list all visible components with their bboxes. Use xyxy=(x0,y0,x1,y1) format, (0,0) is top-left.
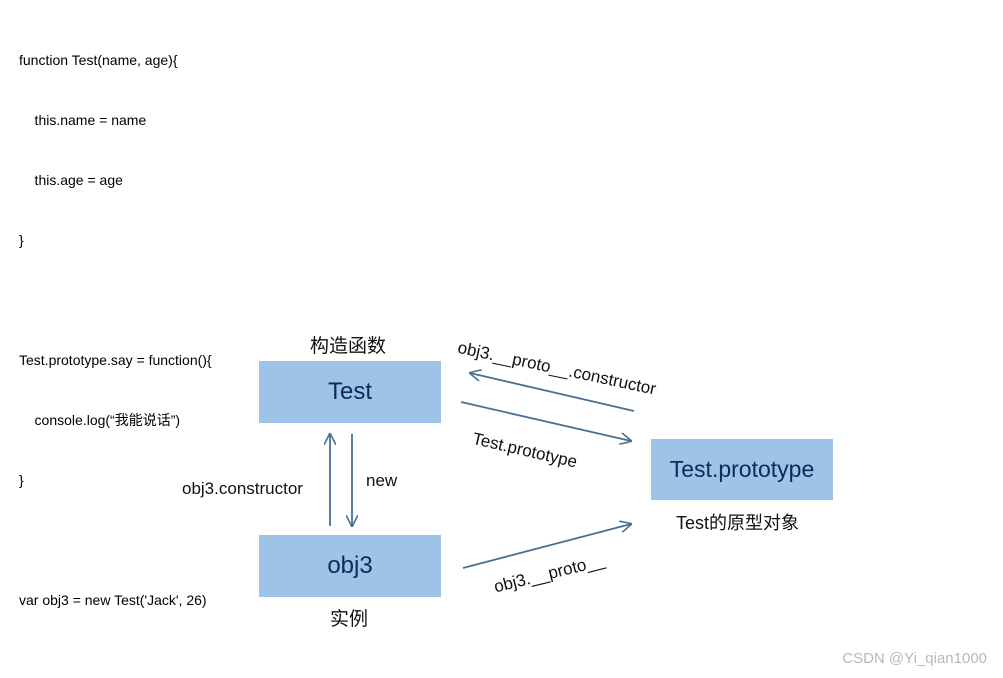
code-line: } xyxy=(19,232,24,248)
edge-obj3-proto-label: obj3.__proto__ xyxy=(492,550,607,597)
watermark: CSDN @Yi_qian1000 xyxy=(842,650,987,667)
code-line: this.name = name xyxy=(19,112,147,128)
test-caption: 构造函数 xyxy=(310,336,387,357)
code-line: } xyxy=(19,472,24,488)
edge-obj3-proto-arrow xyxy=(462,524,631,569)
obj3-node-label: obj3 xyxy=(327,552,373,579)
edge-new-label: new xyxy=(366,471,398,490)
code-line: function Test(name, age){ xyxy=(19,52,178,68)
code-line: Test.prototype.say = function(){ xyxy=(19,352,212,368)
code-line: var obj3 = new Test('Jack', 26) xyxy=(19,592,207,608)
obj3-node: obj3 xyxy=(259,535,441,597)
edge-proto-constructor-label: obj3.__proto__.constructor xyxy=(456,338,658,399)
code-line xyxy=(19,290,212,310)
code-line: this.age = age xyxy=(19,172,123,188)
code-line: console.log(“我能说话”) xyxy=(19,412,181,428)
obj3-caption: 实例 xyxy=(330,609,369,630)
edge-test-prototype-label: Test.prototype xyxy=(470,429,580,472)
prototype-caption: Test的原型对象 xyxy=(676,513,800,533)
prototype-node-label: Test.prototype xyxy=(669,456,815,482)
edge-obj3-constructor-label: obj3.constructor xyxy=(182,479,303,498)
code-line xyxy=(19,530,212,550)
code-block: function Test(name, age){ this.name = na… xyxy=(19,10,212,630)
test-node-label: Test xyxy=(327,378,372,405)
test-node: Test xyxy=(259,361,441,423)
prototype-node: Test.prototype xyxy=(651,439,833,500)
